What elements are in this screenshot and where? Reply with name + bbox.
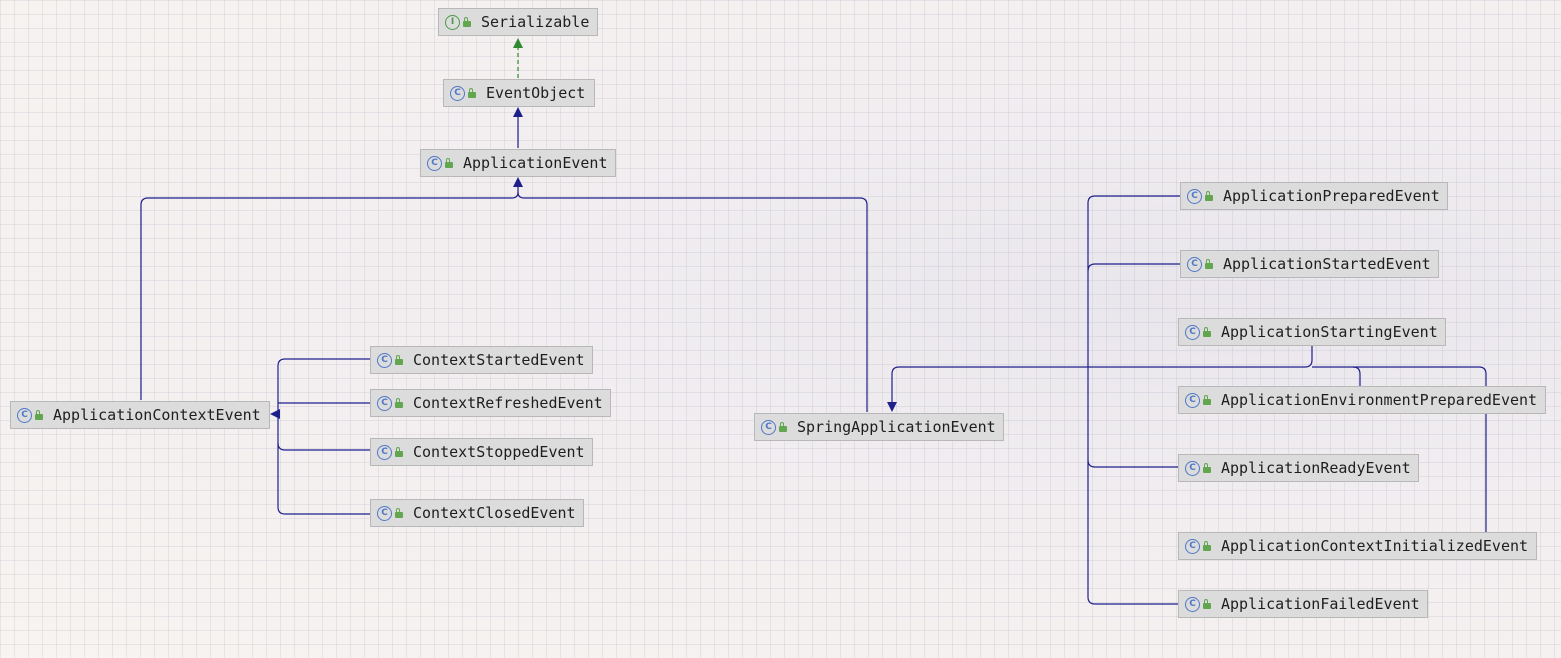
edge-eventobject-implements-serializable <box>513 38 523 78</box>
class-node-label: ContextStoppedEvent <box>413 443 585 461</box>
class-icon: C <box>17 407 32 423</box>
interface-icon: I <box>445 14 460 30</box>
public-access-icon <box>395 446 403 457</box>
class-icon: C <box>1187 188 1202 204</box>
class-node-label: SpringApplicationEvent <box>797 418 996 436</box>
public-access-icon <box>1205 258 1213 269</box>
public-access-icon <box>1203 326 1211 337</box>
public-access-icon <box>445 157 453 168</box>
class-node-label: ContextStartedEvent <box>413 351 585 369</box>
class-node-label: ApplicationEnvironmentPreparedEvent <box>1221 391 1538 409</box>
class-icon: C <box>1185 324 1200 340</box>
class-node-label: ContextClosedEvent <box>413 504 576 522</box>
public-access-icon <box>468 87 476 98</box>
class-node-label: ApplicationReadyEvent <box>1221 459 1411 477</box>
class-node-serializable[interactable]: I Serializable <box>438 8 598 36</box>
public-access-icon <box>35 409 43 420</box>
class-node-label: ContextRefreshedEvent <box>413 394 603 412</box>
class-node-label: ApplicationPreparedEvent <box>1223 187 1440 205</box>
class-node-applicationpreparedevent[interactable]: C ApplicationPreparedEvent <box>1180 182 1448 210</box>
class-icon: C <box>1185 460 1200 476</box>
public-access-icon <box>1203 540 1211 551</box>
public-access-icon <box>1205 190 1213 201</box>
public-access-icon <box>1203 394 1211 405</box>
class-node-applicationenvironmentpreparedevent[interactable]: C ApplicationEnvironmentPreparedEvent <box>1178 386 1546 414</box>
class-icon: C <box>761 419 776 435</box>
edge-application-events-extend-springapplicationevent <box>887 195 1487 605</box>
class-node-contextrefreshedevent[interactable]: C ContextRefreshedEvent <box>370 389 611 417</box>
edge-subclasses-extend-applicationevent <box>140 177 868 412</box>
class-node-contextstartedevent[interactable]: C ContextStartedEvent <box>370 346 593 374</box>
class-node-applicationfailedevent[interactable]: C ApplicationFailedEvent <box>1178 590 1428 618</box>
edge-applicationevent-extends-eventobject <box>513 107 523 148</box>
class-icon: C <box>450 85 465 101</box>
public-access-icon <box>395 354 403 365</box>
class-node-label: ApplicationStartedEvent <box>1223 255 1431 273</box>
class-icon: C <box>1185 596 1200 612</box>
class-node-springapplicationevent[interactable]: C SpringApplicationEvent <box>754 413 1004 441</box>
public-access-icon <box>463 16 471 27</box>
class-node-label: ApplicationStartingEvent <box>1221 323 1438 341</box>
class-node-label: ApplicationFailedEvent <box>1221 595 1420 613</box>
class-icon: C <box>1185 392 1200 408</box>
public-access-icon <box>779 421 787 432</box>
class-node-label: Serializable <box>481 13 590 31</box>
class-icon: C <box>377 444 392 460</box>
class-node-contextclosedevent[interactable]: C ContextClosedEvent <box>370 499 584 527</box>
public-access-icon <box>395 507 403 518</box>
class-icon: C <box>1187 256 1202 272</box>
class-node-eventobject[interactable]: C EventObject <box>443 79 595 107</box>
class-node-applicationreadyevent[interactable]: C ApplicationReadyEvent <box>1178 454 1419 482</box>
class-node-applicationstartingevent[interactable]: C ApplicationStartingEvent <box>1178 318 1446 346</box>
class-node-applicationcontextevent[interactable]: C ApplicationContextEvent <box>10 401 270 429</box>
edge-context-events-extend-applicationcontextevent <box>270 358 370 515</box>
class-icon: C <box>377 395 392 411</box>
class-node-applicationcontextinitializedevent[interactable]: C ApplicationContextInitializedEvent <box>1178 532 1537 560</box>
class-icon: C <box>427 155 442 171</box>
class-icon: C <box>377 505 392 521</box>
class-node-label: EventObject <box>486 84 586 102</box>
class-node-label: ApplicationEvent <box>463 154 608 172</box>
class-node-label: ApplicationContextInitializedEvent <box>1221 537 1529 555</box>
public-access-icon <box>1203 598 1211 609</box>
public-access-icon <box>1203 462 1211 473</box>
class-node-label: ApplicationContextEvent <box>53 406 261 424</box>
class-node-contextstoppedevent[interactable]: C ContextStoppedEvent <box>370 438 593 466</box>
public-access-icon <box>395 397 403 408</box>
class-node-applicationevent[interactable]: C ApplicationEvent <box>420 149 616 177</box>
class-icon: C <box>1185 538 1200 554</box>
class-node-applicationstartedevent[interactable]: C ApplicationStartedEvent <box>1180 250 1439 278</box>
class-icon: C <box>377 352 392 368</box>
